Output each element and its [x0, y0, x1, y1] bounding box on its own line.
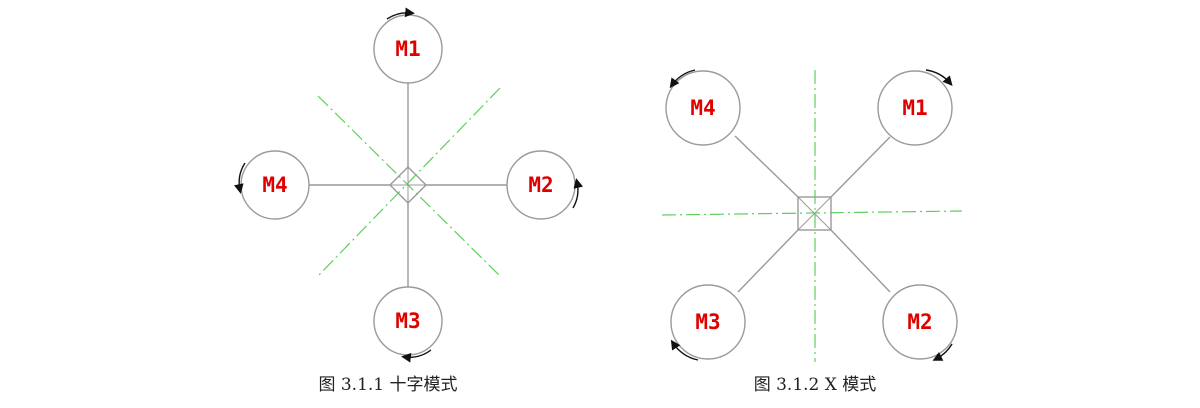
motor-m4: M4: [665, 69, 741, 146]
arm-upper-right: [830, 136, 891, 198]
rotation-arrow-icon: [233, 162, 246, 194]
rotation-arrow-icon: [670, 339, 699, 361]
motor-m4: M4: [233, 150, 310, 220]
figure-x-mode: M1 M2 M3 M4 图 3.1.2 X 模式: [661, 69, 963, 395]
rotation-arrow-icon: [932, 343, 953, 361]
rotation-arrow-icon: [925, 69, 953, 86]
motor-m3: M3: [670, 284, 746, 361]
arm-upper-left: [734, 135, 799, 198]
guide-line-horizontal: [661, 210, 963, 216]
motor-label: M4: [262, 173, 287, 197]
motor-label: M2: [528, 173, 553, 197]
motor-m2: M2: [882, 284, 958, 361]
figure-caption: 图 3.1.2 X 模式: [754, 375, 877, 395]
figure-caption: 图 3.1.1 十字模式: [318, 375, 457, 395]
rotation-arrow-icon: [386, 7, 415, 20]
motor-label: M4: [690, 96, 715, 120]
motor-label: M1: [395, 37, 420, 61]
center-body: [389, 166, 427, 204]
rotation-arrow-icon: [572, 178, 584, 209]
figure-plus-mode: M1 M2 M3 M4 图 3.1.1 十字模式: [233, 7, 584, 395]
arm-lower-left: [737, 229, 799, 293]
arm-lower-right: [830, 229, 891, 293]
motor-m1: M1: [877, 69, 953, 146]
rotation-arrow-icon: [401, 349, 432, 363]
rotation-arrow-icon: [669, 69, 696, 89]
guide-line-diagonal-a: [317, 95, 501, 277]
motor-m2: M2: [506, 150, 584, 220]
motor-m3: M3: [373, 286, 443, 363]
motor-m1: M1: [373, 7, 443, 84]
motor-label: M3: [695, 310, 720, 334]
center-body: [797, 196, 832, 231]
guide-line-diagonal-b: [317, 87, 501, 277]
motor-label: M1: [902, 96, 927, 120]
motor-label: M2: [907, 310, 932, 334]
motor-label: M3: [395, 309, 420, 333]
